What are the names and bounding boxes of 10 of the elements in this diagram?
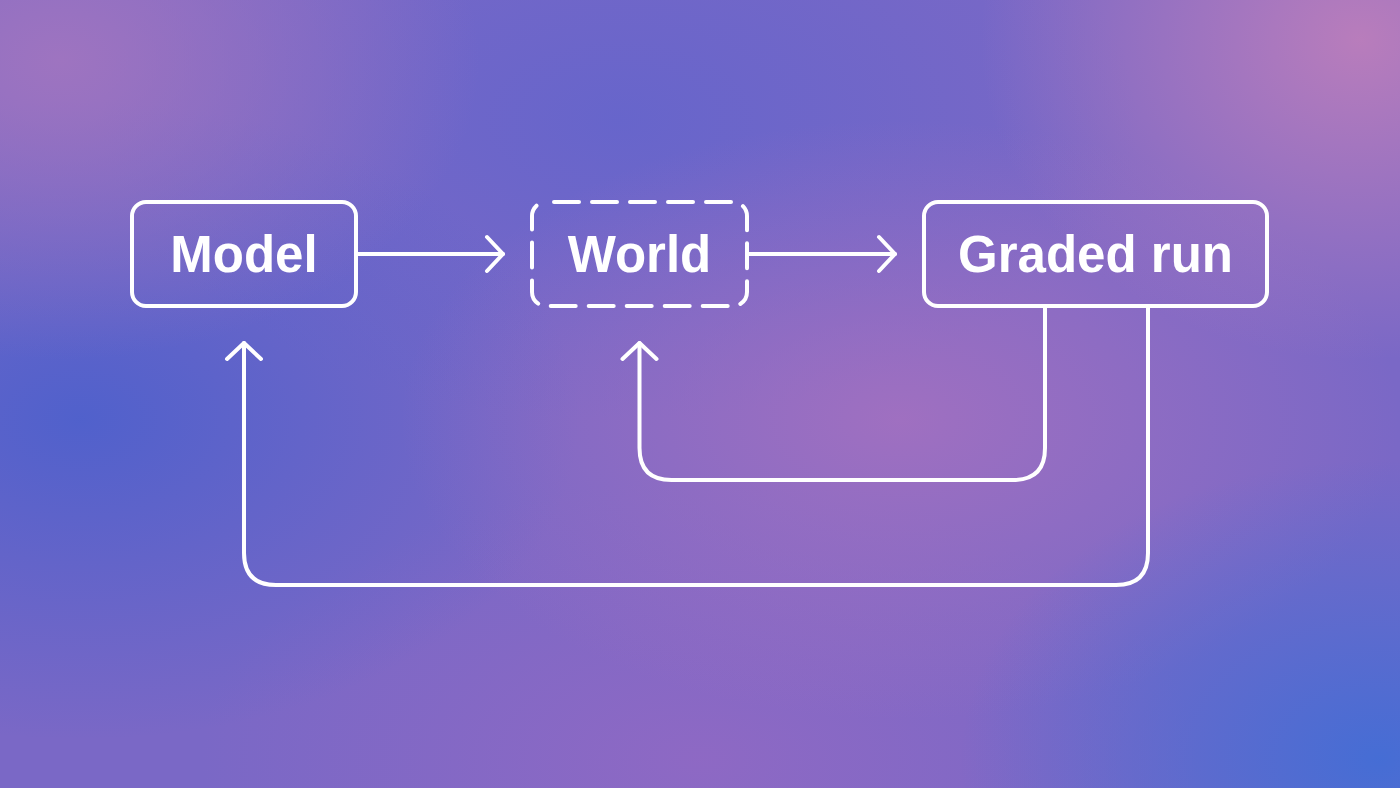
process-box [130,200,358,308]
process-box [922,200,1269,308]
feedback-arrow [620,306,1047,482]
box-label: Model [170,228,318,280]
box-label: Graded run [958,228,1233,280]
box-label: World [567,228,712,280]
feedback-arrow [225,306,1150,587]
arrow [747,235,897,273]
arrow [356,235,505,273]
dashed-process-box [530,200,749,308]
